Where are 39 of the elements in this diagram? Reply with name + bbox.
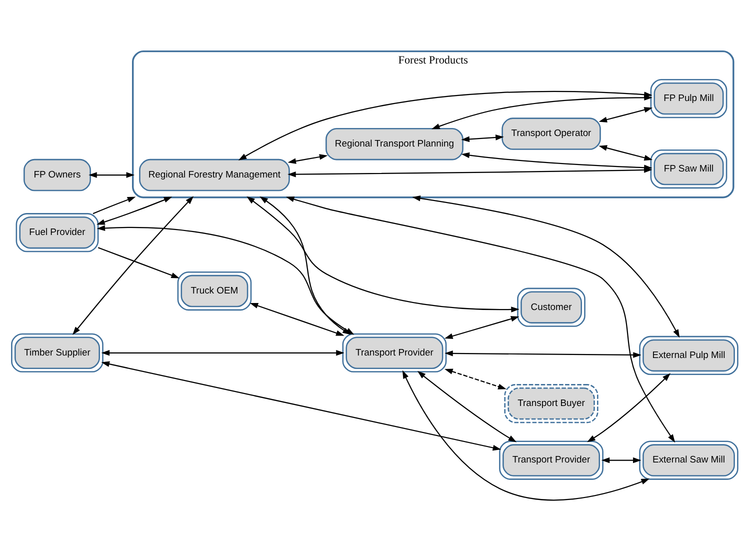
arrow (98, 247, 180, 278)
arrow (432, 94, 652, 130)
arrow (288, 154, 328, 164)
node-box: Timber Supplier (11, 333, 104, 372)
arrow (412, 195, 680, 338)
node-box: Regional Forestry Management (139, 158, 290, 192)
node-box: Transport Operator (502, 118, 601, 150)
arrow (601, 457, 642, 464)
node-box: Transport Buyer (504, 384, 598, 424)
arrow (444, 350, 642, 358)
node-box: Transport Provider (499, 440, 604, 480)
node-box: Truck OEM (177, 271, 252, 311)
arrow (461, 152, 652, 171)
arrow (92, 196, 136, 214)
node-box: Regional Transport Planning (326, 128, 464, 160)
node-box: External Pulp Mill (639, 336, 738, 375)
arrow (286, 196, 676, 443)
arrow (598, 107, 653, 122)
arrow (417, 371, 517, 442)
arrow (250, 302, 344, 336)
arrow (101, 361, 502, 451)
arrow (461, 134, 504, 142)
node-box: Transport Provider (342, 333, 447, 372)
node-box: External Saw Mill (639, 440, 738, 480)
arrow (402, 370, 650, 501)
arrow (96, 196, 172, 225)
arrow (444, 316, 520, 339)
arrow (101, 350, 344, 356)
arrow (598, 145, 653, 161)
arrow (587, 373, 671, 442)
arrow (246, 196, 520, 312)
arrow (88, 172, 135, 178)
arrow (72, 196, 194, 335)
arrow (444, 368, 506, 390)
node-box: FP Owners (24, 158, 91, 192)
node-box: Customer (517, 288, 586, 327)
node-box: Fuel Provider (16, 213, 99, 252)
node-box: FP Pulp Mill (650, 79, 728, 118)
node-box: FP Saw Mill (650, 149, 728, 189)
